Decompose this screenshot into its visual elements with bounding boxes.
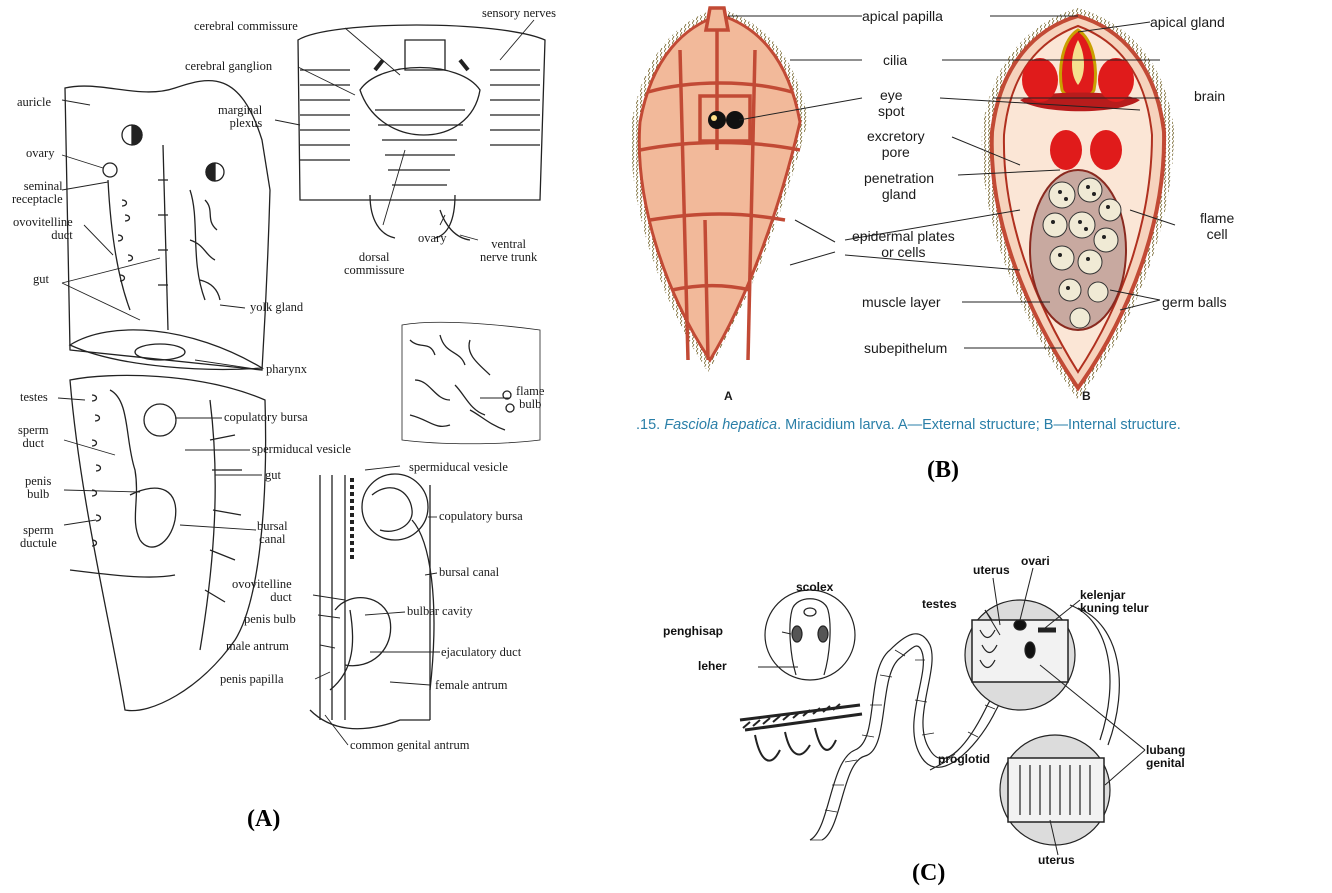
caption-species: Fasciola hepatica	[664, 417, 777, 433]
label-uterus: uterus	[973, 564, 1010, 577]
label-leher: leher	[698, 660, 727, 673]
panel-b-miracidium: apical papilla apical gland cilia eye sp…	[600, 0, 1332, 500]
tapeworm-drawing	[600, 500, 1332, 893]
label-apical-gland: apical gland	[1150, 14, 1225, 30]
planarian-tail-outline	[70, 375, 266, 710]
sub-label-a: A	[724, 388, 733, 404]
label-penis-bulb-2: penis bulb	[244, 613, 296, 626]
label-dorsal-commissure: dorsal commissure	[344, 251, 404, 277]
label-epidermal-plates: epidermal plates or cells	[852, 228, 955, 260]
label-auricle: auricle	[17, 96, 51, 109]
label-sperm-duct: sperm duct	[18, 424, 49, 450]
label-copulatory-bursa: copulatory bursa	[224, 411, 308, 424]
label-sensory-nerves: sensory nerves	[482, 7, 556, 20]
label-ovovitelline-duct-2: ovovitelline duct	[232, 578, 292, 604]
label-flame-cell: flame cell	[1200, 210, 1234, 242]
label-penis-bulb: penis bulb	[25, 475, 51, 501]
label-ejaculatory-duct: ejaculatory duct	[441, 646, 521, 659]
label-bursal-canal-2: bursal canal	[439, 566, 499, 579]
label-lubang-genital: lubang genital	[1146, 744, 1185, 770]
label-subepithelum: subepithelum	[864, 340, 947, 356]
label-excretory-pore: excretory pore	[867, 128, 925, 160]
label-bursal-canal: bursal canal	[257, 520, 288, 546]
figure-caption: .15. Fasciola hepatica. Miracidium larva…	[636, 417, 1181, 433]
panel-a-caption: (A)	[247, 806, 280, 833]
label-penetration-gland: penetration gland	[864, 170, 934, 202]
panel-c-caption: (C)	[912, 860, 945, 887]
label-kelenjar-kuning-telur: kelenjar kuning telur	[1080, 589, 1149, 615]
label-copulatory-bursa-2: copulatory bursa	[439, 510, 523, 523]
label-seminal-receptacle: seminal receptacle	[12, 180, 63, 206]
label-brain: brain	[1194, 88, 1225, 104]
caption-text: . Miracidium larva. A—External structure…	[777, 417, 1181, 433]
label-flame-bulb: flame bulb	[516, 385, 544, 411]
sub-label-b: B	[1082, 388, 1091, 404]
label-apical-papilla: apical papilla	[862, 8, 943, 24]
label-penis-papilla: penis papilla	[220, 673, 284, 686]
label-gut: gut	[33, 273, 49, 286]
label-muscle-layer: muscle layer	[862, 294, 941, 310]
caption-number: .15.	[636, 417, 660, 433]
panel-a-planarian: cerebral commissure sensory nerves cereb…	[0, 0, 560, 893]
label-uterus-2: uterus	[1038, 854, 1075, 867]
label-ovary: ovary	[26, 147, 54, 160]
label-pharynx: pharynx	[266, 363, 307, 376]
label-ventral-nerve-trunk: ventral nerve trunk	[480, 238, 537, 264]
label-spermiducal-vesicle: spermiducal vesicle	[252, 443, 351, 456]
label-ovovitelline-duct: ovovitelline duct	[13, 216, 73, 242]
label-gut-2: gut	[265, 469, 281, 482]
label-common-genital-antrum: common genital antrum	[350, 739, 469, 752]
label-yolk-gland: yolk gland	[250, 301, 303, 314]
label-germ-balls: germ balls	[1162, 294, 1227, 310]
label-testes: testes	[20, 391, 48, 404]
label-ovari: ovari	[1021, 555, 1050, 568]
label-testes-c: testes	[922, 598, 957, 611]
label-cerebral-ganglion: cerebral ganglion	[185, 60, 272, 73]
label-proglotid: proglotid	[938, 753, 990, 766]
label-female-antrum: female antrum	[435, 679, 508, 692]
label-sperm-ductule: sperm ductule	[20, 524, 57, 550]
label-penghisap: penghisap	[663, 625, 723, 638]
label-spermiducal-vesicle-2: spermiducal vesicle	[409, 461, 508, 474]
label-scolex: scolex	[796, 581, 833, 594]
label-cerebral-commissure: cerebral commissure	[194, 20, 298, 33]
label-bulbar-cavity: bulbar cavity	[407, 605, 473, 618]
label-eye-spot: eye spot	[878, 87, 904, 119]
panel-c-tapeworm: scolex penghisap leher uterus ovari test…	[600, 500, 1332, 893]
label-ovary-2: ovary	[418, 232, 446, 245]
label-marginal-plexus: marginal plexus	[218, 104, 262, 130]
label-cilia: cilia	[883, 52, 907, 68]
panel-b-caption: (B)	[927, 457, 959, 484]
label-male-antrum: male antrum	[226, 640, 289, 653]
